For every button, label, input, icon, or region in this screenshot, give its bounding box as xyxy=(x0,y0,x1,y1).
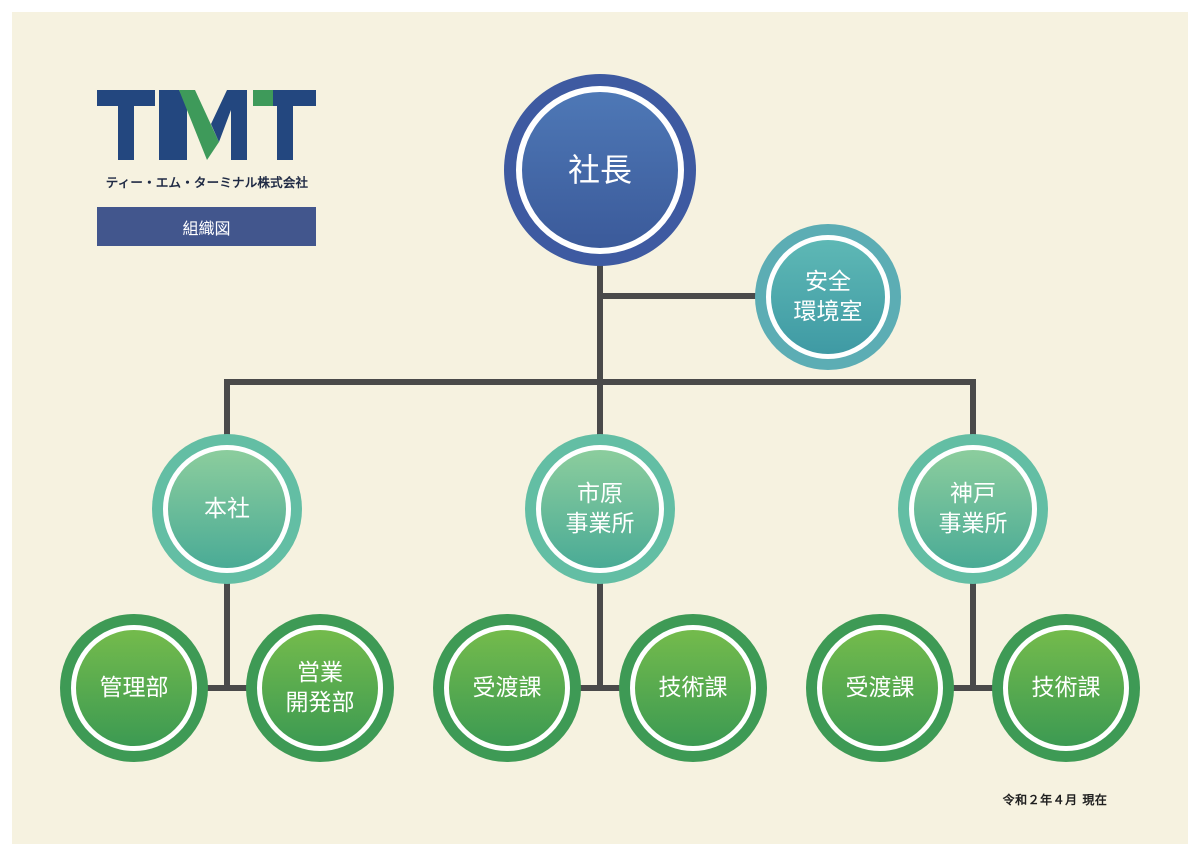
node-safety-environment-office-label: 安全 環境室 xyxy=(793,268,863,325)
node-section-ichihara-delivery: 受渡課 xyxy=(433,614,581,762)
node-office-kobe-label: 神戸 事業所 xyxy=(938,480,1008,537)
node-section-ichihara-technical-label: 技術課 xyxy=(658,674,728,701)
tmt-logo xyxy=(97,90,316,160)
node-section-ichihara-technical: 技術課 xyxy=(619,614,767,762)
node-office-ichihara: 市原 事業所 xyxy=(525,434,675,584)
node-section-kobe-technical: 技術課 xyxy=(992,614,1140,762)
node-section-ichihara-delivery-label: 受渡課 xyxy=(472,674,542,701)
node-section-kobe-delivery: 受渡課 xyxy=(806,614,954,762)
as-of-date: 令和２年４月 現在 xyxy=(1002,793,1108,807)
node-office-head: 本社 xyxy=(152,434,302,584)
node-president-label: 社長 xyxy=(567,150,632,189)
node-office-ichihara-label: 市原 事業所 xyxy=(565,480,635,537)
node-office-kobe: 神戸 事業所 xyxy=(898,434,1048,584)
node-president: 社長 xyxy=(504,74,696,266)
node-section-sales-dev-label: 営業 開発部 xyxy=(285,659,355,716)
company-name: ティー・エム・ターミナル株式会社 xyxy=(105,175,309,190)
node-section-kobe-technical-label: 技術課 xyxy=(1031,674,1101,701)
node-section-kobe-delivery-label: 受渡課 xyxy=(845,674,915,701)
node-section-admin: 管理部 xyxy=(60,614,208,762)
document-title-badge: 組織図 xyxy=(97,207,316,246)
node-section-admin-label: 管理部 xyxy=(99,674,169,701)
node-safety-environment-office: 安全 環境室 xyxy=(755,224,901,370)
node-section-sales-dev: 営業 開発部 xyxy=(246,614,394,762)
node-office-head-label: 本社 xyxy=(204,495,250,522)
